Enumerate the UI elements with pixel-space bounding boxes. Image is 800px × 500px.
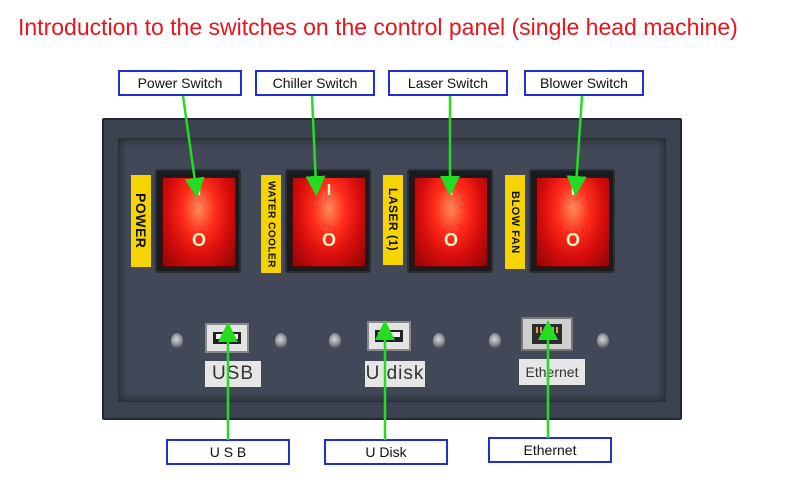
u-disk-port-label: U disk (365, 361, 425, 387)
callout-power-switch: Power Switch (118, 70, 242, 96)
callout-usb: U S B (166, 439, 290, 465)
callout-ethernet: Ethernet (488, 437, 612, 463)
panel-screw (597, 333, 609, 349)
panel-screw (171, 333, 183, 349)
water-cooler-label: WATER COOLER (261, 175, 281, 273)
off-symbol: O (321, 230, 336, 250)
panel-screw (489, 333, 501, 349)
callout-laser-switch: Laser Switch (388, 70, 508, 96)
laser-label: LASER (1) (383, 175, 403, 265)
arrow-power (181, 95, 205, 198)
panel-screw (275, 333, 287, 349)
chiller-rocker[interactable]: I O (292, 177, 366, 267)
callout-chiller-switch: Chiller Switch (255, 70, 375, 96)
panel-screw (329, 333, 341, 349)
chiller-switch[interactable]: I O (285, 169, 371, 273)
on-symbol: I (326, 182, 332, 199)
off-symbol: O (443, 230, 458, 250)
arrow-blower (566, 95, 587, 196)
diagram-title: Introduction to the switches on the cont… (18, 14, 738, 40)
usb-port-label: USB (205, 361, 261, 387)
power-label: POWER (131, 175, 151, 267)
blow-fan-label: BLOW FAN (505, 175, 525, 269)
panel-screw (433, 333, 445, 349)
callout-blower-switch: Blower Switch (524, 70, 644, 96)
off-symbol: O (565, 230, 580, 250)
off-symbol: O (191, 230, 206, 250)
ethernet-port-label: Ethernet (519, 359, 585, 385)
arrow-chiller (305, 95, 326, 196)
